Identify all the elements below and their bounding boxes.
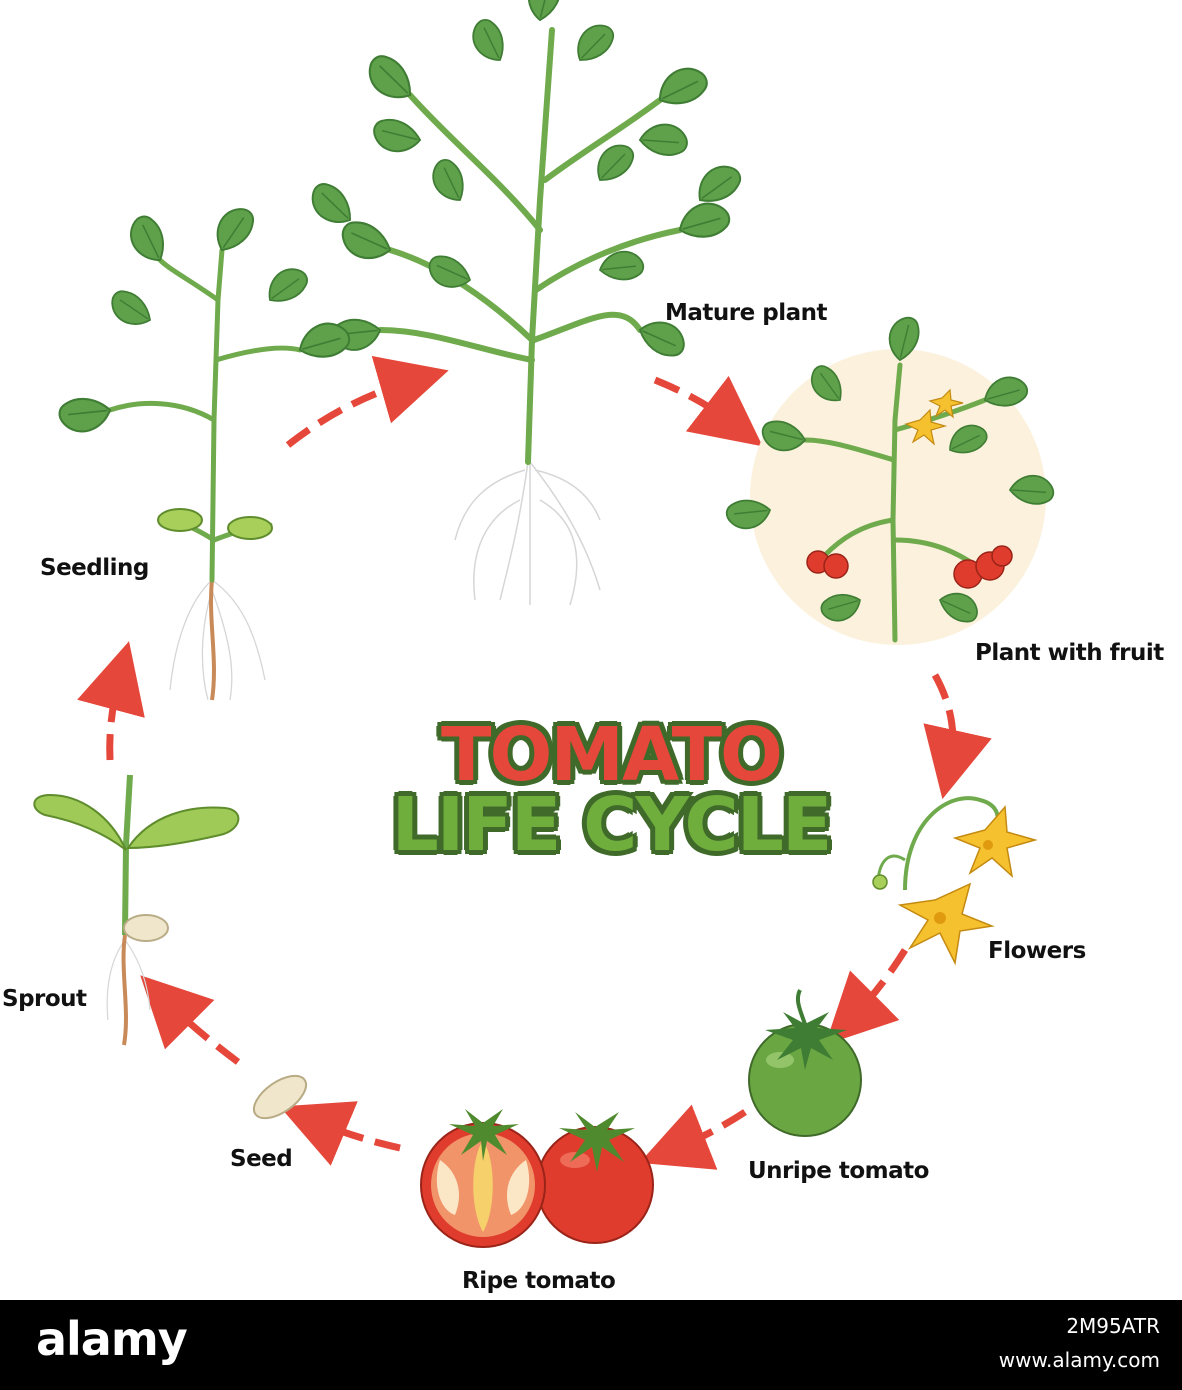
label-sprout: Sprout (2, 986, 87, 1012)
arrow-seed-to-sprout (140, 975, 241, 1065)
flowers-illustration (872, 796, 1038, 966)
seedling-illustration (56, 200, 355, 701)
label-flowers: Flowers (988, 938, 1086, 964)
image-id: 2M95ATR (1066, 1314, 1160, 1338)
watermark-footer: alamy 2M95ATR www.alamy.com (0, 1300, 1182, 1390)
alamy-logo: alamy (36, 1312, 188, 1366)
label-mature-plant: Mature plant (665, 300, 827, 326)
label-unripe-tomato: Unripe tomato (748, 1158, 929, 1184)
arrow-seedling-to-mature (285, 355, 449, 448)
sprout-illustration (33, 774, 240, 1046)
arrow-unripe-to-ripe (639, 1104, 747, 1170)
cycle-arrows (77, 355, 992, 1170)
site-url: www.alamy.com (998, 1348, 1160, 1372)
label-seed: Seed (230, 1146, 293, 1172)
arrow-sprout-to-seedling (77, 641, 145, 761)
mature-plant-illustration (303, 0, 747, 606)
label-ripe-tomato: Ripe tomato (462, 1268, 616, 1294)
title-line-2: LIFE CYCLE (391, 782, 833, 868)
label-seedling: Seedling (40, 555, 149, 581)
title-line-1: TOMATO (441, 712, 783, 798)
diagram-canvas (33, 0, 1055, 1248)
label-plant-with-fruit: Plant with fruit (975, 640, 1164, 666)
plant-with-fruit-illustration (724, 313, 1055, 645)
arrow-mature-to-fruit (653, 375, 763, 447)
ripe-tomato-illustration (420, 1109, 654, 1248)
arrow-ripe-to-seed (279, 1101, 401, 1166)
unripe-tomato-illustration (748, 989, 862, 1137)
seed-illustration (252, 1074, 308, 1120)
arrow-flowers-to-unripe (825, 948, 908, 1045)
tomato-life-cycle-diagram: TOMATO LIFE CYCLE Mature plant Seedling … (2, 0, 1164, 1294)
arrow-fruit-to-flowers (923, 673, 992, 800)
